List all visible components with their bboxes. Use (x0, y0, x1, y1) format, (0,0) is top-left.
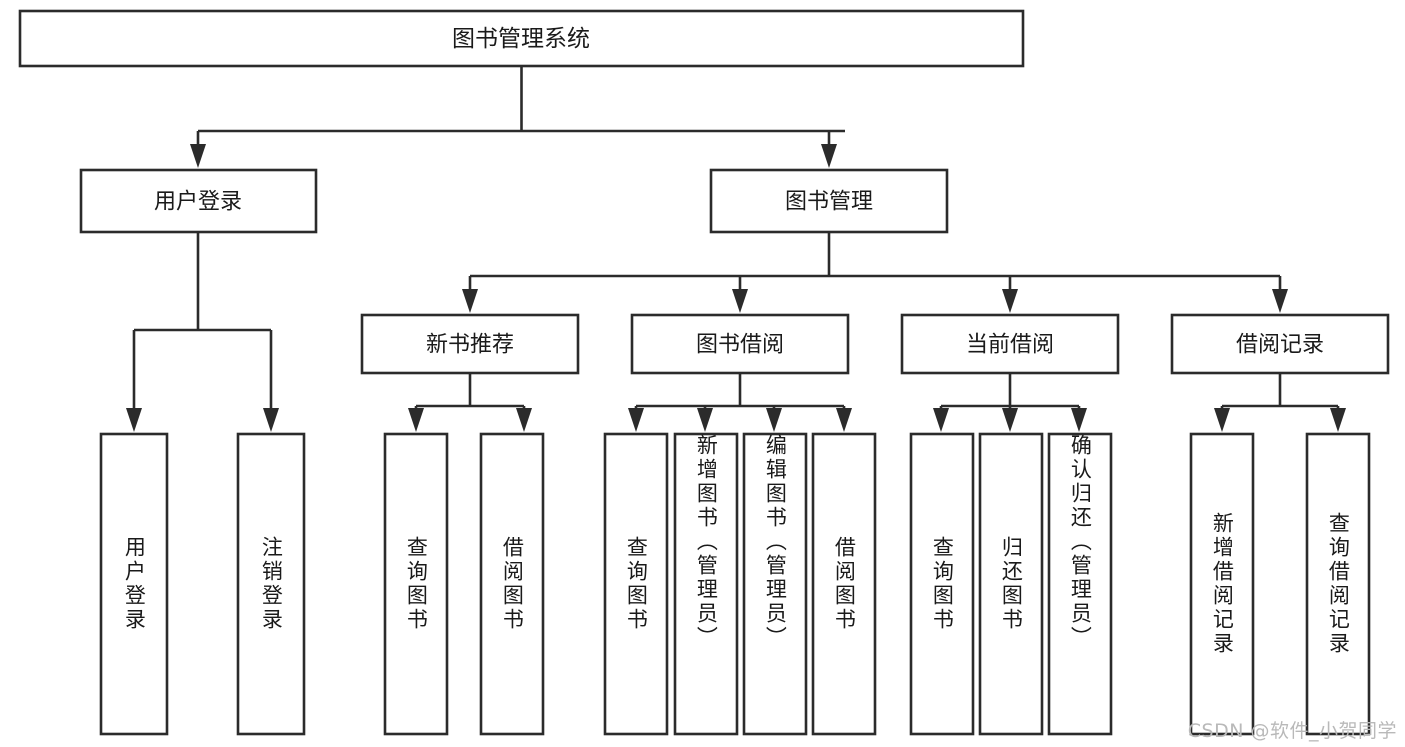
arrow-head-leaf-edit-book (766, 408, 782, 432)
arrow-head-leaf-borrow-book-2 (836, 408, 852, 432)
arrow-head-leaf-add-book (697, 408, 713, 432)
node-user-login[interactable]: 用户登录 (79, 168, 318, 234)
node-current-borrow-label: 当前借阅 (966, 333, 1054, 358)
node-book-borrow-box (630, 313, 850, 375)
node-root[interactable]: 图书管理系统 (18, 9, 1025, 68)
arrow-head-book-borrow (732, 289, 748, 313)
arrow-head-leaf-borrow-book-1 (516, 408, 532, 432)
node-current-borrow-box (900, 313, 1120, 375)
node-new-book-recommend-box (360, 313, 580, 375)
csdn-watermark: CSDN @软件_小贺同学 (1187, 720, 1397, 742)
node-borrow-record[interactable]: 借阅记录 (1170, 313, 1390, 375)
arrow-head-new-book (462, 289, 478, 313)
leaf-box-edit-book[interactable] (742, 432, 808, 736)
arrow-head-leaf-query-book-2 (628, 408, 644, 432)
node-user-login-label: 用户登录 (154, 190, 242, 215)
node-user-login-box (79, 168, 318, 234)
node-new-book-recommend-label: 新书推荐 (426, 333, 514, 358)
leaf-box-borrow-book-1[interactable] (479, 432, 545, 736)
node-book-borrow[interactable]: 图书借阅 (630, 313, 850, 375)
node-root-box (18, 9, 1025, 68)
edge-group-current-borrow (933, 373, 1087, 432)
node-root-label: 图书管理系统 (452, 26, 590, 52)
arrow-head-leaf-add-record (1214, 408, 1230, 432)
edge-group-user-login (126, 232, 279, 432)
node-new-book-recommend[interactable]: 新书推荐 (360, 313, 580, 375)
arrow-head-leaf-user-login (126, 408, 142, 432)
edge-group-book-borrow (628, 373, 852, 432)
leaf-box-query-book-3[interactable] (909, 432, 975, 736)
arrow-head-leaf-query-book-1 (408, 408, 424, 432)
leaf-box-query-book-2[interactable] (603, 432, 669, 736)
node-borrow-record-label: 借阅记录 (1236, 333, 1324, 358)
edge-group-book-manage (462, 232, 1288, 313)
leaf-boxes (99, 432, 1371, 736)
arrow-head-user-login (190, 144, 206, 168)
leaf-box-add-book[interactable] (673, 432, 739, 736)
leaf-box-return-book[interactable] (978, 432, 1044, 736)
leaf-box-query-book-1[interactable] (383, 432, 449, 736)
leaf-box-borrow-book-2[interactable] (811, 432, 877, 736)
leaf-box-user-login[interactable] (99, 432, 169, 736)
arrow-head-leaf-logout-login (263, 408, 279, 432)
edge-group-new-book-recommend (408, 373, 532, 432)
arrow-head-borrow-record (1272, 289, 1288, 313)
arrow-head-leaf-query-book-3 (933, 408, 949, 432)
arrow-head-current-borrow (1002, 289, 1018, 313)
node-book-borrow-label: 图书借阅 (696, 333, 784, 358)
leaf-box-query-record[interactable] (1305, 432, 1371, 736)
edge-group-borrow-record (1214, 373, 1346, 432)
arrow-head-leaf-confirm-return (1071, 408, 1087, 432)
leaf-box-add-record[interactable] (1189, 432, 1255, 736)
leaf-box-logout-login[interactable] (236, 432, 306, 736)
arrow-head-leaf-return-book (1002, 408, 1018, 432)
node-book-manage-box (709, 168, 949, 234)
arrow-head-book-manage (821, 144, 837, 168)
arrow-head-leaf-query-record (1330, 408, 1346, 432)
node-borrow-record-box (1170, 313, 1390, 375)
node-book-manage[interactable]: 图书管理 (709, 168, 949, 234)
node-book-manage-label: 图书管理 (785, 190, 873, 215)
node-current-borrow[interactable]: 当前借阅 (900, 313, 1120, 375)
edge-group-root (190, 66, 845, 168)
leaf-box-confirm-return[interactable] (1047, 432, 1113, 736)
